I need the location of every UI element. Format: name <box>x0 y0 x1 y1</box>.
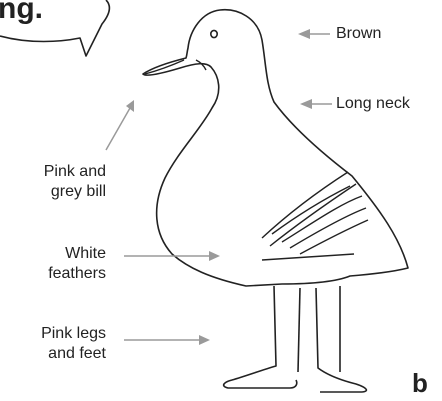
label-feathers-line2: feathers <box>48 264 106 284</box>
legs-arrowhead <box>199 335 210 345</box>
wing-feather-3 <box>272 186 350 234</box>
long-neck-arrowhead <box>300 99 312 109</box>
nostril-mark <box>196 60 206 70</box>
right-leg <box>316 288 366 392</box>
feathers-arrowhead <box>209 251 220 261</box>
wing-lower-feather <box>262 254 354 260</box>
bill-arrowhead <box>126 100 134 112</box>
label-brown: Brown <box>336 24 381 44</box>
label-bill-line2: grey bill <box>51 182 106 202</box>
duck-body-outline <box>143 10 408 286</box>
speech-bubble-text: ng. <box>0 0 43 26</box>
wing-feather-2 <box>270 184 356 246</box>
label-legs-line1: Pink legs <box>41 324 106 344</box>
brown-arrowhead <box>298 29 310 39</box>
bill-arrow-line <box>106 108 130 150</box>
left-leg-inner <box>298 288 300 372</box>
corner-text-fragment: b <box>412 368 428 399</box>
eye <box>211 30 217 37</box>
label-feathers-line1: White <box>65 244 106 264</box>
label-legs-line2: and feet <box>48 344 106 364</box>
left-leg <box>224 286 297 388</box>
label-bill-line1: Pink and <box>44 162 106 182</box>
wing-feather-6 <box>300 220 368 254</box>
label-long-neck: Long neck <box>336 94 410 114</box>
